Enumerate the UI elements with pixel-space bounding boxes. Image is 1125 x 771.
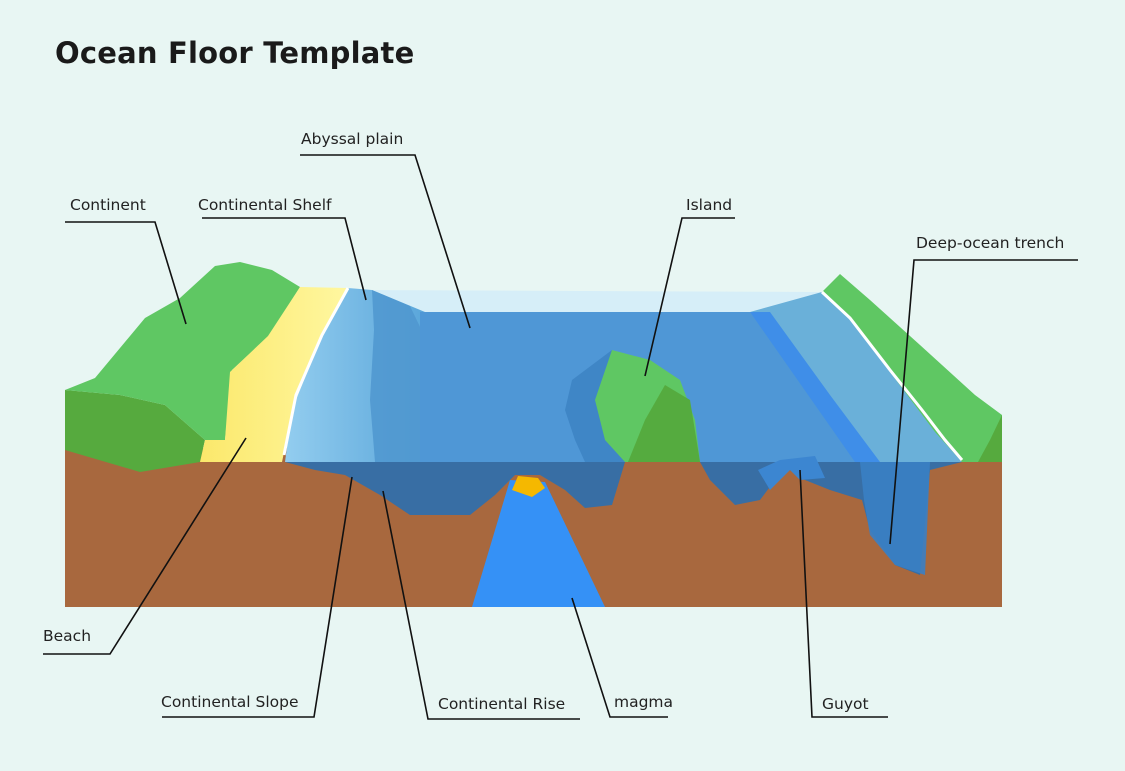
magma-chamber (472, 480, 605, 607)
leader-abyssal-plain (300, 154, 471, 329)
label-abyssal-plain: Abyssal plain (301, 130, 403, 148)
beach-sand (200, 287, 348, 462)
ocean-right-water (750, 292, 962, 462)
label-magma: magma (614, 693, 673, 711)
label-guyot: Guyot (822, 695, 869, 713)
label-continental-shelf: Continental Shelf (198, 196, 332, 214)
deep-ocean-trench (860, 462, 930, 575)
leader-beach (43, 437, 247, 655)
shelf-slope-band (370, 290, 432, 462)
guyot-seamount (758, 456, 825, 490)
leader-deep-ocean-trench (889, 259, 1078, 545)
island-shadow (628, 385, 700, 462)
right-coast-foam (820, 290, 964, 461)
label-deep-ocean-trench: Deep-ocean trench (916, 234, 1064, 252)
continent-land (65, 262, 300, 440)
leader-island (644, 217, 735, 377)
deep-water-band (285, 462, 962, 575)
continent-lower (65, 390, 205, 472)
label-continent: Continent (70, 196, 146, 214)
left-coast-foam (282, 287, 350, 456)
label-beach: Beach (43, 627, 91, 645)
label-continental-slope: Continental Slope (161, 693, 299, 711)
ocean-surface (348, 290, 822, 312)
leader-continental-slope (162, 476, 353, 718)
leader-guyot (799, 469, 888, 718)
ocean-body (420, 312, 960, 462)
label-continental-rise: Continental Rise (438, 695, 565, 713)
right-continent (822, 274, 1002, 462)
magma-vent (512, 476, 545, 497)
leader-continental-shelf (202, 217, 367, 301)
leader-continental-rise (382, 490, 580, 720)
island-base (565, 350, 625, 462)
trench-slope-stripe (750, 312, 880, 462)
leader-magma (571, 597, 668, 718)
page-title: Ocean Floor Template (55, 36, 415, 70)
label-island: Island (686, 196, 732, 214)
right-continent-dark (978, 415, 1002, 462)
leader-continent (65, 221, 187, 325)
